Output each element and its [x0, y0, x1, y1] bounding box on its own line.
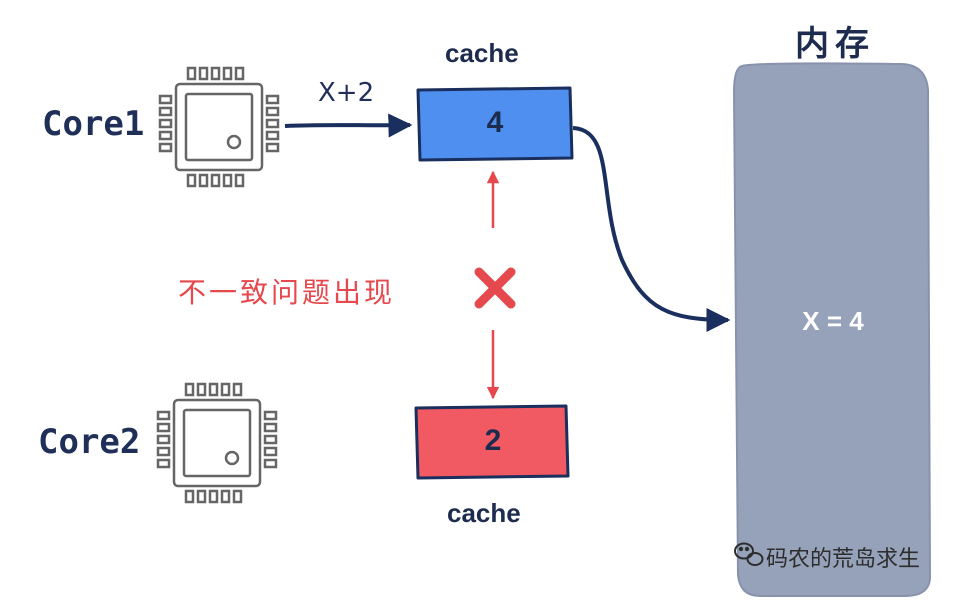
cache-box-bottom [414, 404, 570, 480]
cpu-chip-icon [156, 382, 278, 504]
core2-label: Core2 [38, 422, 141, 462]
memory-value: X = 4 [802, 306, 864, 336]
watermark-text: 码农的荒岛求生 [766, 547, 921, 572]
operation-label: X+2 [318, 78, 375, 108]
cache-box-top [416, 86, 574, 162]
cross-icon [474, 267, 516, 309]
cache-bottom-value: 2 [484, 424, 502, 457]
memory-title: 内存 [795, 24, 875, 64]
cache-top-value: 4 [486, 106, 504, 139]
memory-block [732, 62, 932, 597]
write-arrow [284, 113, 413, 138]
writeback-arrow [572, 126, 731, 332]
wechat-icon [734, 542, 764, 566]
inconsistency-label: 不一致问题出现 [178, 276, 396, 309]
cache-top-label: cache [445, 38, 519, 68]
core1-label: Core1 [42, 104, 145, 144]
cpu-chip-icon [158, 66, 280, 188]
cache-bottom-label: cache [447, 498, 521, 528]
